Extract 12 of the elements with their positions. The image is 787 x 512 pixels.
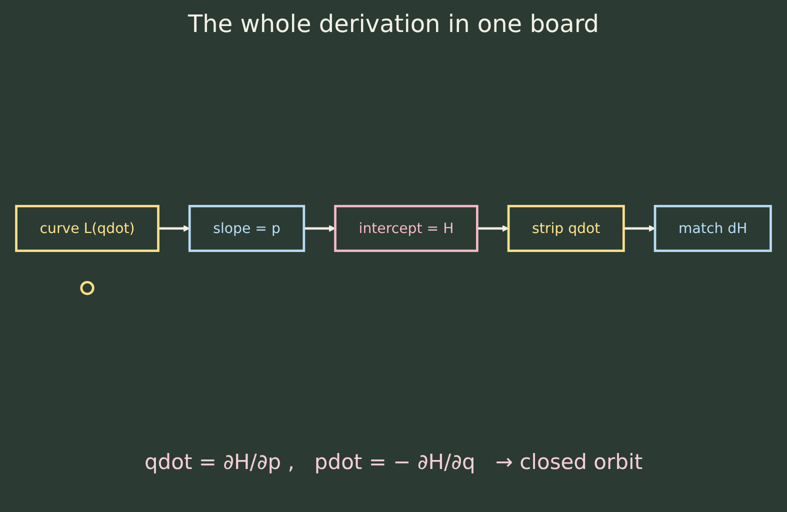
node-circle bbox=[80, 280, 94, 296]
arrow bbox=[158, 225, 190, 232]
node-box: strip qdot bbox=[507, 204, 625, 252]
diagram-title: The whole derivation in one board bbox=[187, 10, 600, 38]
arrow bbox=[477, 225, 509, 232]
node-box: match dH bbox=[654, 204, 772, 252]
node-box: curve L(qdot) bbox=[15, 204, 160, 252]
arrow bbox=[624, 225, 656, 232]
arrow bbox=[304, 225, 336, 232]
node-box: slope = p bbox=[188, 204, 306, 252]
caption: qdot = ∂H/∂p , pdot = − ∂H/∂q → closed orbit bbox=[143, 450, 644, 474]
node-box: intercept = H bbox=[334, 204, 478, 252]
